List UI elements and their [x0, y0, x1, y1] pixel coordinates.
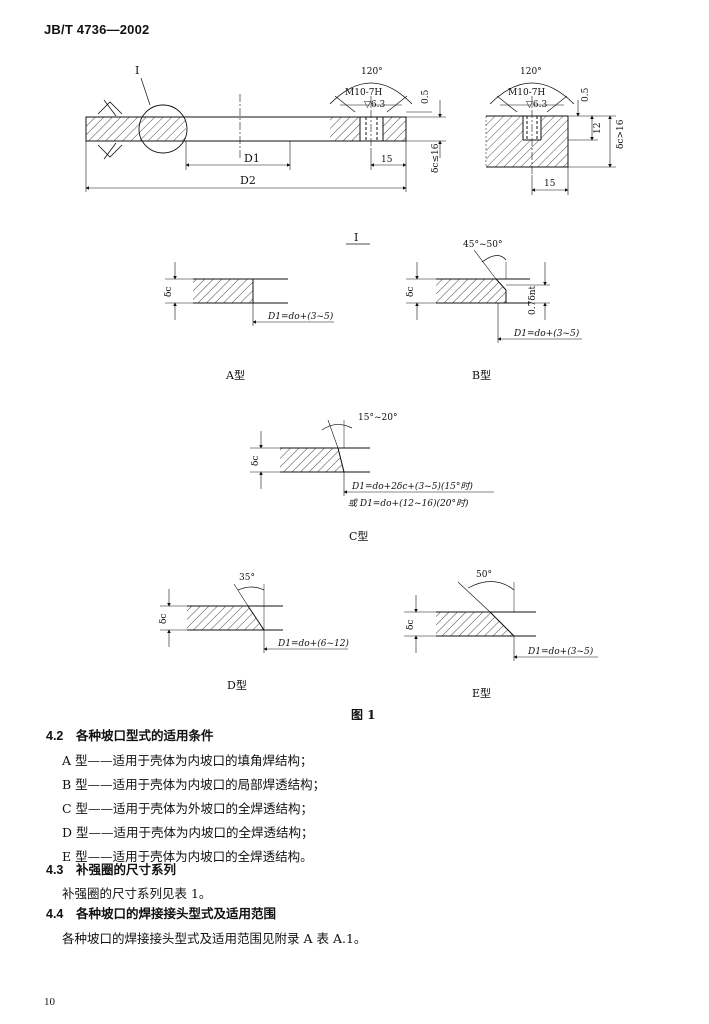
list-item: A 型——适用于壳体为内坡口的填角焊结构；	[62, 753, 313, 768]
tl-dim-d1: D1	[244, 152, 260, 165]
tr-angle: 120°	[520, 67, 542, 77]
figure-1: I 120° M10-7H ▽6.3 0.5 15 D1 D2 δc≤16	[85, 64, 626, 720]
type-e-diagram	[404, 581, 598, 661]
type-e-label: E型	[472, 686, 491, 700]
tr-thickness: δc>16	[616, 119, 626, 149]
list-item: B 型——适用于壳体为内坡口的局部焊透结构；	[62, 777, 326, 792]
section-4-4-body: 各种坡口的焊接接头型式及适用范围见附录 A 表 A.1。	[62, 931, 367, 946]
tr-thread: M10-7H	[508, 88, 545, 98]
type-c-formula-2: 或 D1=do+(12~16)(20°时)	[348, 498, 469, 509]
list-item: C 型——适用于壳体为外坡口的全焊透结构；	[62, 801, 314, 816]
list-item: D 型——适用于壳体为内坡口的全焊透结构；	[62, 825, 314, 840]
type-c-label: C型	[349, 529, 368, 543]
plate-section-view	[85, 77, 446, 192]
type-d-formula: D1=do+(6~12)	[277, 638, 349, 649]
type-e-formula: D1=do+(3~5)	[527, 646, 594, 657]
type-c-angle: 15°~20°	[358, 413, 397, 423]
tl-depth: 0.5	[421, 89, 431, 104]
section-4-3-number: 4.3	[46, 863, 64, 877]
type-c-diagram	[250, 419, 494, 496]
type-d-thickness: δc	[159, 614, 169, 624]
tl-angle: 120°	[361, 67, 383, 77]
type-d-label: D型	[227, 678, 247, 692]
type-b-formula: D1=do+(3~5)	[513, 328, 580, 339]
type-b-label: B型	[472, 368, 491, 382]
type-a-label: A型	[225, 368, 245, 382]
section-4-3-body: 补强圈的尺寸系列见表 1。	[62, 886, 212, 901]
type-c-thickness: δc	[251, 456, 261, 466]
tl-dim-d2: D2	[240, 174, 256, 187]
type-a-diagram	[165, 262, 334, 326]
type-a-thickness: δc	[164, 287, 174, 297]
section-4-2-title: 各种坡口型式的适用条件	[75, 728, 214, 743]
tl-pitch: ▽6.3	[364, 100, 386, 110]
type-b-diagram	[406, 249, 582, 343]
list-item: E 型——适用于壳体为内坡口的全焊透结构。	[62, 849, 313, 864]
tl-thickness: δc≤16	[431, 143, 441, 173]
type-a-formula: D1=do+(3~5)	[267, 311, 334, 322]
thick-plate-view	[485, 82, 616, 195]
tr-dim-15: 15	[544, 179, 556, 189]
type-b-thickness: δc	[406, 287, 416, 297]
standard-header: JB/T 4736—2002	[44, 22, 150, 37]
type-b-angle: 45°~50°	[463, 240, 502, 250]
tl-thread: M10-7H	[345, 88, 382, 98]
page-number: 10	[44, 996, 55, 1008]
type-e-angle: 50°	[476, 570, 492, 580]
type-b-partial: 0.7δnt	[528, 285, 538, 315]
type-d-diagram	[160, 583, 348, 653]
figure-caption: 图 1	[351, 708, 376, 720]
detail-title: I	[354, 231, 358, 244]
tr-dim-12: 12	[593, 123, 603, 134]
section-4-3-heading: 4.3 补强圈的尺寸系列	[46, 861, 176, 879]
tl-dim-15: 15	[381, 155, 393, 165]
type-c-formula-1: D1=do+2δc+(3~5)(15°时)	[351, 481, 473, 492]
detail-mark-I: I	[135, 64, 139, 77]
section-4-3-title: 补强圈的尺寸系列	[75, 862, 176, 877]
section-4-2-number: 4.2	[46, 729, 64, 743]
tr-depth: 0.5	[581, 87, 591, 102]
type-e-thickness: δc	[406, 620, 416, 630]
section-4-2-heading: 4.2 各种坡口型式的适用条件	[46, 727, 214, 745]
tr-pitch: ▽6.3	[526, 100, 548, 110]
section-4-4-heading: 4.4 各种坡口的焊接接头型式及适用范围	[46, 905, 276, 923]
type-d-angle: 35°	[239, 573, 255, 583]
section-4-4-title: 各种坡口的焊接接头型式及适用范围	[75, 906, 276, 921]
section-4-4-number: 4.4	[46, 907, 64, 921]
